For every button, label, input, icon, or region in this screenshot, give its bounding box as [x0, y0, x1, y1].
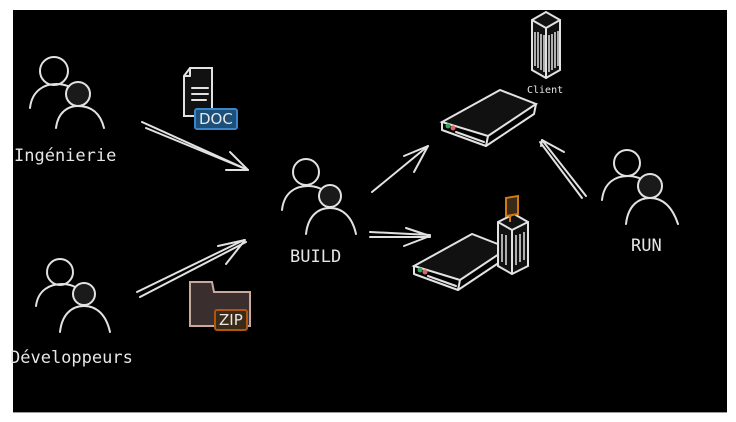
arrow-run-to-client-server — [539, 139, 587, 199]
server-icon-client — [439, 88, 539, 147]
users-icon-ingenierie — [29, 56, 105, 129]
actor-label-build: BUILD — [290, 247, 342, 267]
actor-label-developpeurs: Développeurs — [10, 348, 133, 368]
users-icon-developpeurs — [35, 258, 111, 333]
arrow-ingenierie-to-build — [141, 121, 249, 171]
server-icon-internal — [411, 232, 511, 291]
arrow-developpeurs-to-build — [136, 239, 247, 298]
actor-label-run: RUN — [631, 236, 662, 256]
doc-badge: DOC — [194, 108, 238, 130]
building-icon-internal — [497, 194, 529, 276]
arrow-build-to-client-server — [371, 145, 429, 193]
zip-badge: ZIP — [214, 309, 248, 331]
users-icon-run — [601, 149, 679, 225]
actor-label-ingenierie: Ingénierie — [14, 146, 117, 166]
arrow-build-to-internal-server — [369, 227, 431, 247]
diagram-canvas — [13, 10, 727, 413]
node-label-client: Client — [527, 85, 564, 96]
building-icon-client — [531, 10, 561, 80]
users-icon-build — [281, 158, 357, 235]
